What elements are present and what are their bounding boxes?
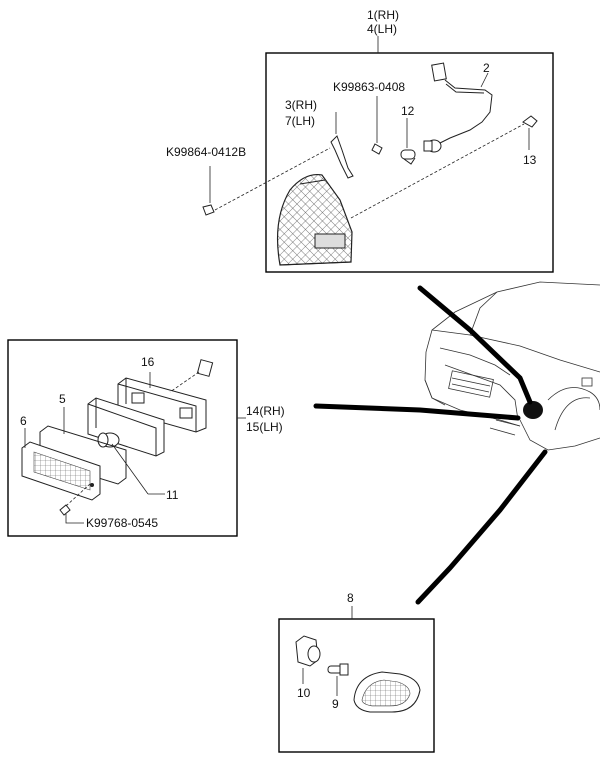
label-part-11: 11: [166, 488, 179, 502]
bottom-group-box: [278, 618, 435, 753]
label-part-2: 2: [483, 61, 490, 75]
side-marker-lens: [353, 671, 421, 713]
top-group-box: [265, 52, 554, 273]
label-part-7-lh: 7(LH): [285, 114, 315, 128]
car-front-view: [313, 281, 600, 605]
top-lamp-group: 1(RH) 4(LH) 2 K99863-0408: [214, 8, 554, 273]
bracket: 3(RH) 7(LH): [285, 98, 354, 179]
bolt-0408: K99863-0408: [333, 80, 405, 155]
label-top-group-lh: 4(LH): [367, 22, 397, 36]
leader-part-11: [111, 443, 149, 495]
side-lamp-housing: [276, 173, 353, 266]
label-part-6: 6: [20, 414, 27, 428]
clip: 13: [522, 115, 538, 167]
bulb: 12: [400, 104, 416, 165]
label-part-12: 12: [401, 104, 415, 118]
mid-group-box: [7, 339, 238, 537]
label-screw-0545: K99768-0545: [86, 516, 158, 530]
side-marker-bulb: 9: [327, 663, 349, 711]
callout-line-middle: [313, 403, 521, 421]
mid-lamp-group: 14(RH) 15(LH) 16 5: [7, 339, 285, 537]
label-part-9: 9: [332, 697, 339, 711]
callout-line-bottom: [415, 449, 548, 605]
label-mid-group-lh: 15(LH): [246, 420, 283, 434]
socket: [169, 359, 214, 393]
label-mid-group-rh: 14(RH): [246, 404, 285, 418]
lamp-base-housing: 16: [117, 355, 207, 433]
label-part-3-rh: 3(RH): [285, 98, 317, 112]
label-part-8: 8: [347, 591, 354, 605]
label-part-16: 16: [141, 355, 155, 369]
wire-harness: 2: [423, 61, 493, 153]
label-top-group-rh: 1(RH): [367, 8, 399, 22]
label-bolt-0412b: K99864-0412B: [166, 145, 246, 159]
label-bolt-0408: K99863-0408: [333, 80, 405, 94]
label-part-13: 13: [523, 153, 537, 167]
lens: 6: [20, 414, 101, 501]
callout-line-top: [417, 285, 533, 405]
bolt-0412b: K99864-0412B: [166, 145, 246, 216]
screw-0545: K99768-0545: [59, 483, 158, 530]
label-part-10: 10: [297, 686, 311, 700]
bottom-lamp-group: 8 10 9: [278, 591, 435, 753]
label-part-5: 5: [59, 392, 66, 406]
side-marker-socket: 10: [295, 635, 321, 700]
